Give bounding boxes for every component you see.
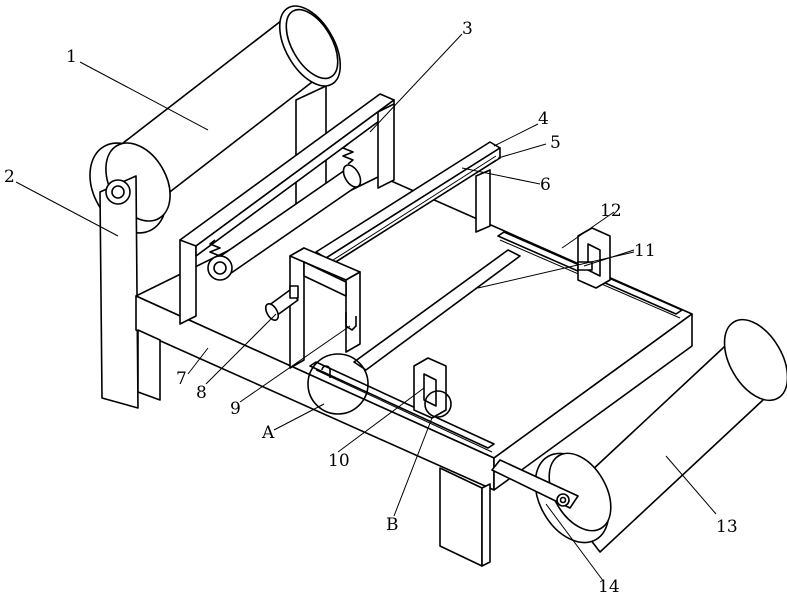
callout-2: 2 — [4, 167, 15, 187]
callout-12: 12 — [600, 201, 622, 221]
callout-6: 6 — [540, 175, 551, 195]
gantry-right-leg — [378, 104, 394, 188]
callout-1: 1 — [66, 47, 77, 67]
callout-5: 5 — [550, 133, 561, 153]
table-front-leg-side — [482, 484, 490, 566]
rail-support-post — [476, 170, 490, 232]
gantry-roller-hub-inner — [214, 262, 226, 274]
callout-10: 10 — [328, 451, 350, 471]
callout-9: 9 — [230, 399, 241, 419]
callout-13: 13 — [716, 517, 738, 537]
front-clamp-body — [414, 358, 446, 418]
callout-14: 14 — [598, 577, 620, 597]
roll-arm-pivot-inner — [561, 498, 566, 503]
callout-b: B — [386, 515, 399, 535]
front-post-hub-inner — [112, 186, 124, 198]
callout-4: 4 — [538, 109, 549, 129]
front-roll-post — [100, 176, 138, 408]
callout-7: 7 — [176, 369, 187, 389]
table-front-leg — [440, 468, 482, 566]
callout-8: 8 — [196, 383, 207, 403]
callout-3: 3 — [462, 19, 473, 39]
rear-clamp-body — [578, 228, 610, 288]
callout-a: A — [261, 423, 275, 443]
gantry-spring-right — [343, 144, 353, 164]
center-frame-right-leg — [346, 272, 360, 352]
table-left-leg — [138, 330, 160, 400]
cylinder-mount — [290, 286, 298, 298]
callout-11: 11 — [634, 241, 656, 261]
center-frame-left-leg — [290, 248, 304, 368]
